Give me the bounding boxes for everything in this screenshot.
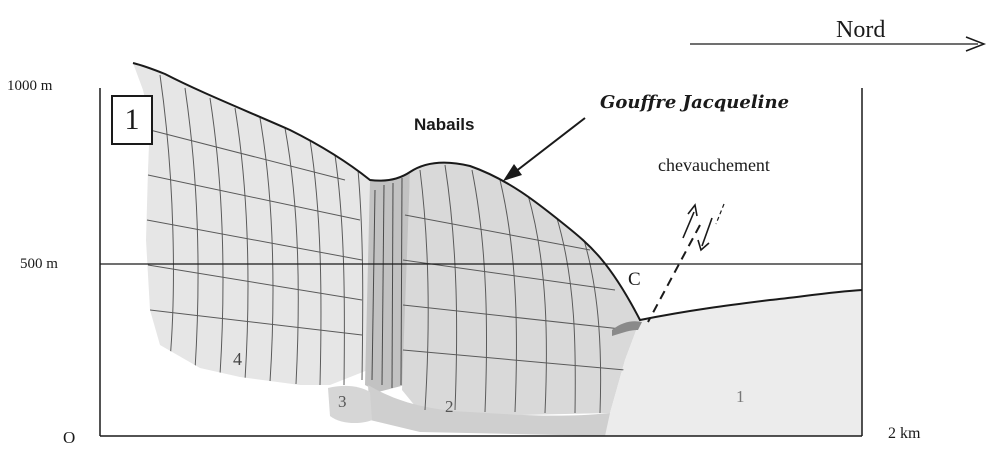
figure-number: 1 [125,103,140,137]
elevation-500m-label: 500 m [20,257,58,272]
origin-label: O [63,429,75,446]
elevation-1000m-label: 1000 m [7,79,52,94]
cave-pointer-head [503,164,522,181]
figure-number-box: 1 [111,95,153,145]
north-label: Nord [836,18,885,42]
point-c-label: C [628,270,641,289]
unit-1-label: 1 [736,388,745,405]
unit-1-basement [600,290,862,436]
fault-dash-right [716,204,724,224]
unit-4-label: 4 [233,350,242,368]
cave-label: Gouffre Jacqueline [600,94,789,112]
fault-label: chevauchement [658,156,770,174]
place-label-nabails: Nabails [414,116,474,133]
fault-arrow-up [683,212,694,238]
unit-3-base [328,386,372,423]
distance-label: 2 km [888,426,920,442]
thrust-fault-line [648,225,700,322]
unit-2-label: 2 [445,398,454,415]
cave-pointer-shaft [515,118,585,172]
fault-arrow-down [702,218,712,246]
unit-3-label: 3 [338,393,347,410]
